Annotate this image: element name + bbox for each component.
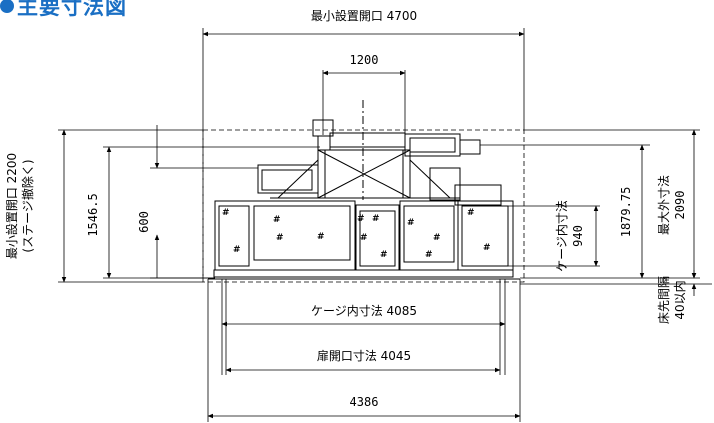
label-min-opening-height-2: (ステージ撤除く) xyxy=(20,159,35,252)
label-600: 600 xyxy=(137,211,151,233)
label-floor-gap: 床先間隔 xyxy=(657,276,671,324)
label-door-opening-width: 扉開口寸法 4045 xyxy=(317,349,411,363)
svg-text:#: # xyxy=(433,233,441,243)
svg-text:#: # xyxy=(407,218,415,228)
svg-text:#: # xyxy=(467,208,475,218)
svg-text:#: # xyxy=(233,245,241,255)
svg-text:#: # xyxy=(357,214,365,224)
panel-markers: # # # # # # # # # # # # # # xyxy=(222,208,491,260)
svg-text:#: # xyxy=(273,215,281,225)
label-1200: 1200 xyxy=(350,53,379,67)
page-title: 主要寸法図 xyxy=(17,0,127,19)
svg-text:#: # xyxy=(380,250,388,260)
label-40: 40以内 xyxy=(673,280,687,319)
svg-text:#: # xyxy=(425,250,433,260)
label-940: 940 xyxy=(571,225,585,247)
dim-2090 xyxy=(520,129,700,279)
title-area: 主要寸法図 xyxy=(0,0,127,21)
label-cage-inner: ケージ内寸法 xyxy=(555,200,569,272)
label-min-opening-height-1: 最小設置開口 2200 xyxy=(4,153,19,259)
label-cage-inner-width: ケージ内寸法 4085 xyxy=(311,304,417,318)
dim-1546 xyxy=(103,146,320,279)
machine-body xyxy=(208,100,520,280)
svg-text:#: # xyxy=(360,233,368,243)
opening-envelope xyxy=(202,129,525,283)
label-min-opening-width: 最小設置開口 4700 xyxy=(311,8,417,23)
label-1546: 1546.5 xyxy=(86,193,100,236)
dim-bottom-extensions xyxy=(207,279,521,422)
svg-text:#: # xyxy=(317,232,325,242)
label-1879: 1879.75 xyxy=(619,187,633,238)
title-bullet-icon xyxy=(0,0,14,13)
dim-940 xyxy=(500,205,600,267)
dim-floor-gap xyxy=(520,270,712,296)
svg-text:#: # xyxy=(222,208,230,218)
dim-4700 xyxy=(202,28,525,130)
dim-1200 xyxy=(322,70,406,135)
dim-1879 xyxy=(480,144,650,279)
dim-2200 xyxy=(58,129,203,283)
label-max-outer: 最大外寸法 xyxy=(657,175,671,235)
svg-text:#: # xyxy=(372,214,380,224)
label-4386: 4386 xyxy=(350,395,379,409)
label-2090: 2090 xyxy=(673,191,687,220)
svg-text:#: # xyxy=(483,243,491,253)
svg-text:#: # xyxy=(276,233,284,243)
dim-600 xyxy=(150,125,258,279)
